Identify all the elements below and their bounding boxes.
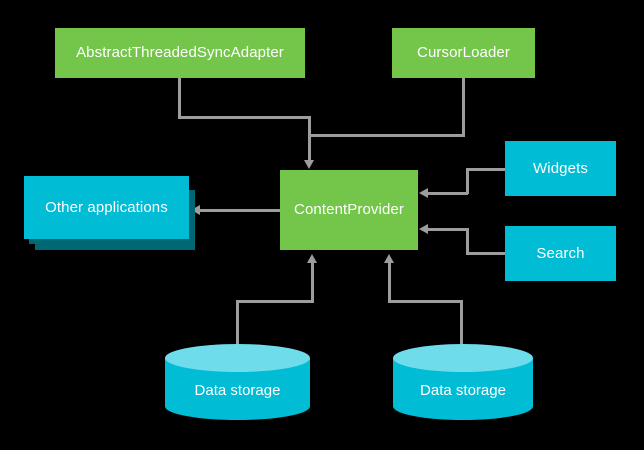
arrowhead-storage-left-to-contentprovider	[307, 254, 317, 263]
edge-syncadapter-to-contentprovider-segment-3	[308, 116, 311, 162]
edge-search-to-contentprovider-segment-0	[466, 252, 508, 255]
cylinder-top-ellipse	[165, 344, 310, 372]
arrowhead-storage-right-to-contentprovider	[384, 254, 394, 263]
edge-search-to-contentprovider-segment-1	[466, 228, 469, 254]
edge-storage-left-to-contentprovider-segment-1	[236, 300, 239, 346]
edge-search-to-contentprovider-segment-2	[428, 228, 468, 231]
edge-storage-left-to-contentprovider-segment-3	[311, 262, 314, 302]
edge-widgets-to-contentprovider-segment-2	[428, 192, 468, 195]
cylinder-top-ellipse	[393, 344, 533, 372]
edge-storage-left-to-contentprovider-segment-2	[236, 300, 314, 303]
node-content-provider[interactable]: ContentProvider	[280, 170, 418, 250]
arrowhead-contentprovider-to-otherapps	[191, 205, 200, 215]
edge-contentprovider-to-otherapps	[200, 209, 282, 212]
arrowhead-search-to-contentprovider	[419, 224, 428, 234]
node-data-storage-right-label: Data storage	[420, 382, 506, 399]
node-data-storage-left-label: Data storage	[194, 382, 281, 399]
node-other-applications[interactable]: Other applications	[24, 176, 189, 239]
node-search[interactable]: Search	[505, 226, 616, 281]
edge-widgets-to-contentprovider-segment-0	[466, 168, 508, 171]
node-data-storage-left[interactable]: Data storage	[165, 344, 310, 420]
edge-storage-right-to-contentprovider-segment-2	[388, 300, 463, 303]
edge-cursorloader-to-contentprovider-segment-1	[462, 78, 465, 136]
node-widgets[interactable]: Widgets	[505, 141, 616, 196]
edge-widgets-to-contentprovider-segment-1	[466, 168, 469, 194]
arrowhead-syncadapter-to-contentprovider	[304, 160, 314, 169]
edge-syncadapter-to-contentprovider-segment-2	[178, 116, 311, 119]
arrowhead-widgets-to-contentprovider	[419, 188, 428, 198]
node-abstract-threaded-sync-adapter[interactable]: AbstractThreadedSyncAdapter	[55, 28, 305, 78]
node-cursor-loader[interactable]: CursorLoader	[392, 28, 535, 78]
node-data-storage-right[interactable]: Data storage	[393, 344, 533, 420]
edge-storage-right-to-contentprovider-segment-1	[460, 300, 463, 346]
edge-cursorloader-to-contentprovider-segment-2	[308, 134, 465, 137]
edge-storage-right-to-contentprovider-segment-3	[388, 262, 391, 302]
edge-syncadapter-to-contentprovider-segment-1	[178, 78, 181, 118]
